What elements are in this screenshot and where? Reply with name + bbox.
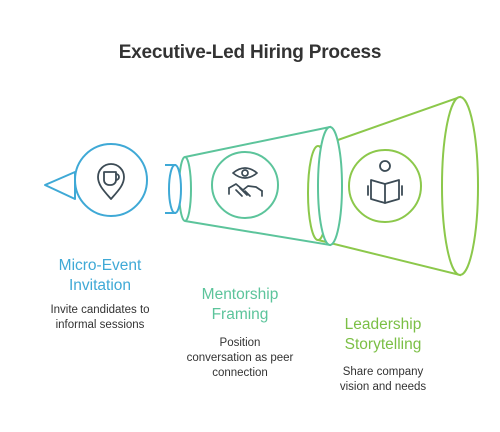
leadership-circle <box>348 149 422 223</box>
step-title-line: Mentorship <box>201 286 279 303</box>
step-title-line: Framing <box>211 306 269 323</box>
step-title-line: Micro-Event <box>58 257 142 274</box>
step-desc-line: connection <box>212 367 268 379</box>
micro-event-circle <box>74 143 148 217</box>
step-title-line: Storytelling <box>344 336 422 353</box>
step-micro-event-description: Invite candidates to informal sessions <box>30 303 170 333</box>
coffee-location-icon <box>97 163 125 200</box>
funnel-section-leadership <box>307 95 479 277</box>
step-micro-event-title: Micro-Event Invitation <box>35 256 165 296</box>
step-mentorship-title: Mentorship Framing <box>175 285 305 325</box>
step-title-line: Leadership <box>344 316 422 333</box>
person-reading-icon <box>367 160 403 204</box>
step-desc-line: Invite candidates to <box>50 304 150 316</box>
handshake-eye-icon <box>228 167 263 197</box>
funnel-section-mentorship <box>178 125 343 247</box>
page-title: Executive-Led Hiring Process <box>118 42 382 63</box>
step-desc-line: vision and needs <box>339 381 427 393</box>
step-mentorship-description: Position conversation as peer connection <box>170 336 310 381</box>
step-leadership-description: Share company vision and needs <box>318 365 448 395</box>
step-desc-line: Share company <box>342 366 424 378</box>
step-desc-line: conversation as peer <box>186 352 294 364</box>
step-desc-line: Position <box>219 337 261 349</box>
step-desc-line: informal sessions <box>55 319 145 331</box>
step-leadership-title: Leadership Storytelling <box>318 315 448 355</box>
step-title-line: Invitation <box>68 277 132 294</box>
mentorship-circle <box>211 151 279 219</box>
